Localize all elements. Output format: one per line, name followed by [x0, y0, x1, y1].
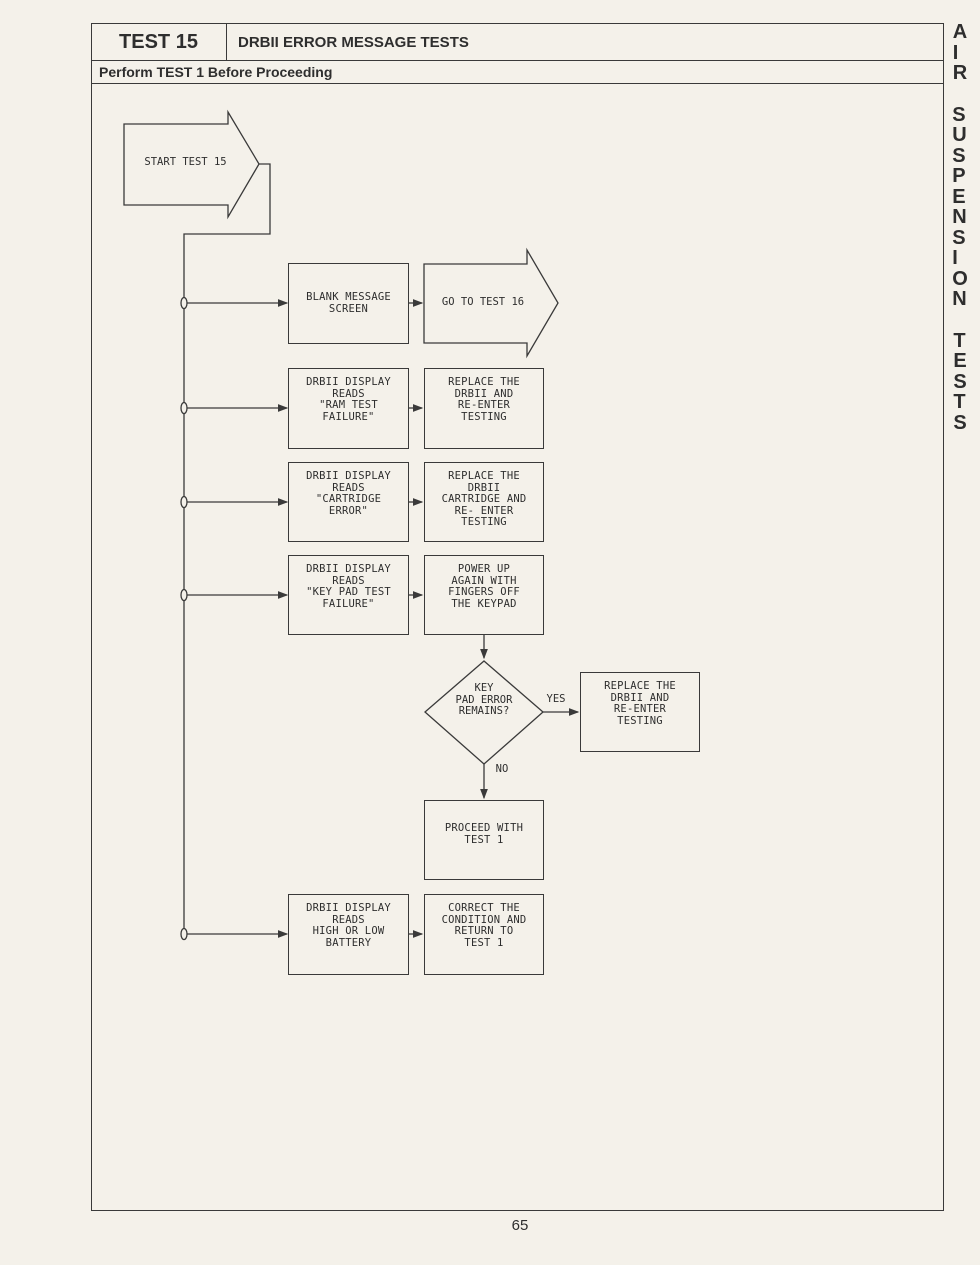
page-number: 65 [511, 1217, 529, 1234]
no-label: NO [495, 763, 509, 775]
start-test-label: START TEST 15 [144, 156, 227, 168]
junction-node [180, 588, 188, 602]
page-title: DRBII ERROR MESSAGE TESTS [238, 34, 469, 51]
replace-drbii-box: REPLACE THE DRBII AND RE-ENTER TESTING [580, 672, 700, 752]
blank-message-screen-box: BLANK MESSAGE SCREEN [288, 263, 409, 344]
page-frame [91, 23, 944, 1211]
high-low-battery-box: DRBII DISPLAY READS HIGH OR LOW BATTERY [288, 894, 409, 975]
junction-node [180, 495, 188, 509]
decision-label: KEY PAD ERROR REMAINS? [455, 682, 513, 717]
proceed-with-test1-box: PROCEED WITH TEST 1 [424, 800, 544, 880]
junction-node [180, 401, 188, 415]
keypad-test-failure-box: DRBII DISPLAY READS "KEY PAD TEST FAILUR… [288, 555, 409, 635]
test-number-label: TEST 15 [91, 23, 227, 61]
header-row [91, 23, 944, 61]
power-up-again-box: POWER UP AGAIN WITH FINGERS OFF THE KEYP… [424, 555, 544, 635]
junction-node [180, 927, 188, 941]
subheader-row [91, 61, 944, 84]
replace-drbii-box: REPLACE THE DRBII AND RE-ENTER TESTING [424, 368, 544, 449]
page-subtitle: Perform TEST 1 Before Proceeding [99, 64, 333, 80]
junction-node [180, 296, 188, 310]
ram-test-failure-box: DRBII DISPLAY READS "RAM TEST FAILURE" [288, 368, 409, 449]
correct-condition-box: CORRECT THE CONDITION AND RETURN TO TEST… [424, 894, 544, 975]
cartridge-error-box: DRBII DISPLAY READS "CARTRIDGE ERROR" [288, 462, 409, 542]
start-arrow-shape [123, 109, 260, 220]
replace-cartridge-box: REPLACE THE DRBII CARTRIDGE AND RE- ENTE… [424, 462, 544, 542]
yes-label: YES [546, 693, 566, 705]
go-to-test16-label: GO TO TEST 16 [441, 296, 525, 308]
goto-arrow-shape [423, 247, 559, 359]
